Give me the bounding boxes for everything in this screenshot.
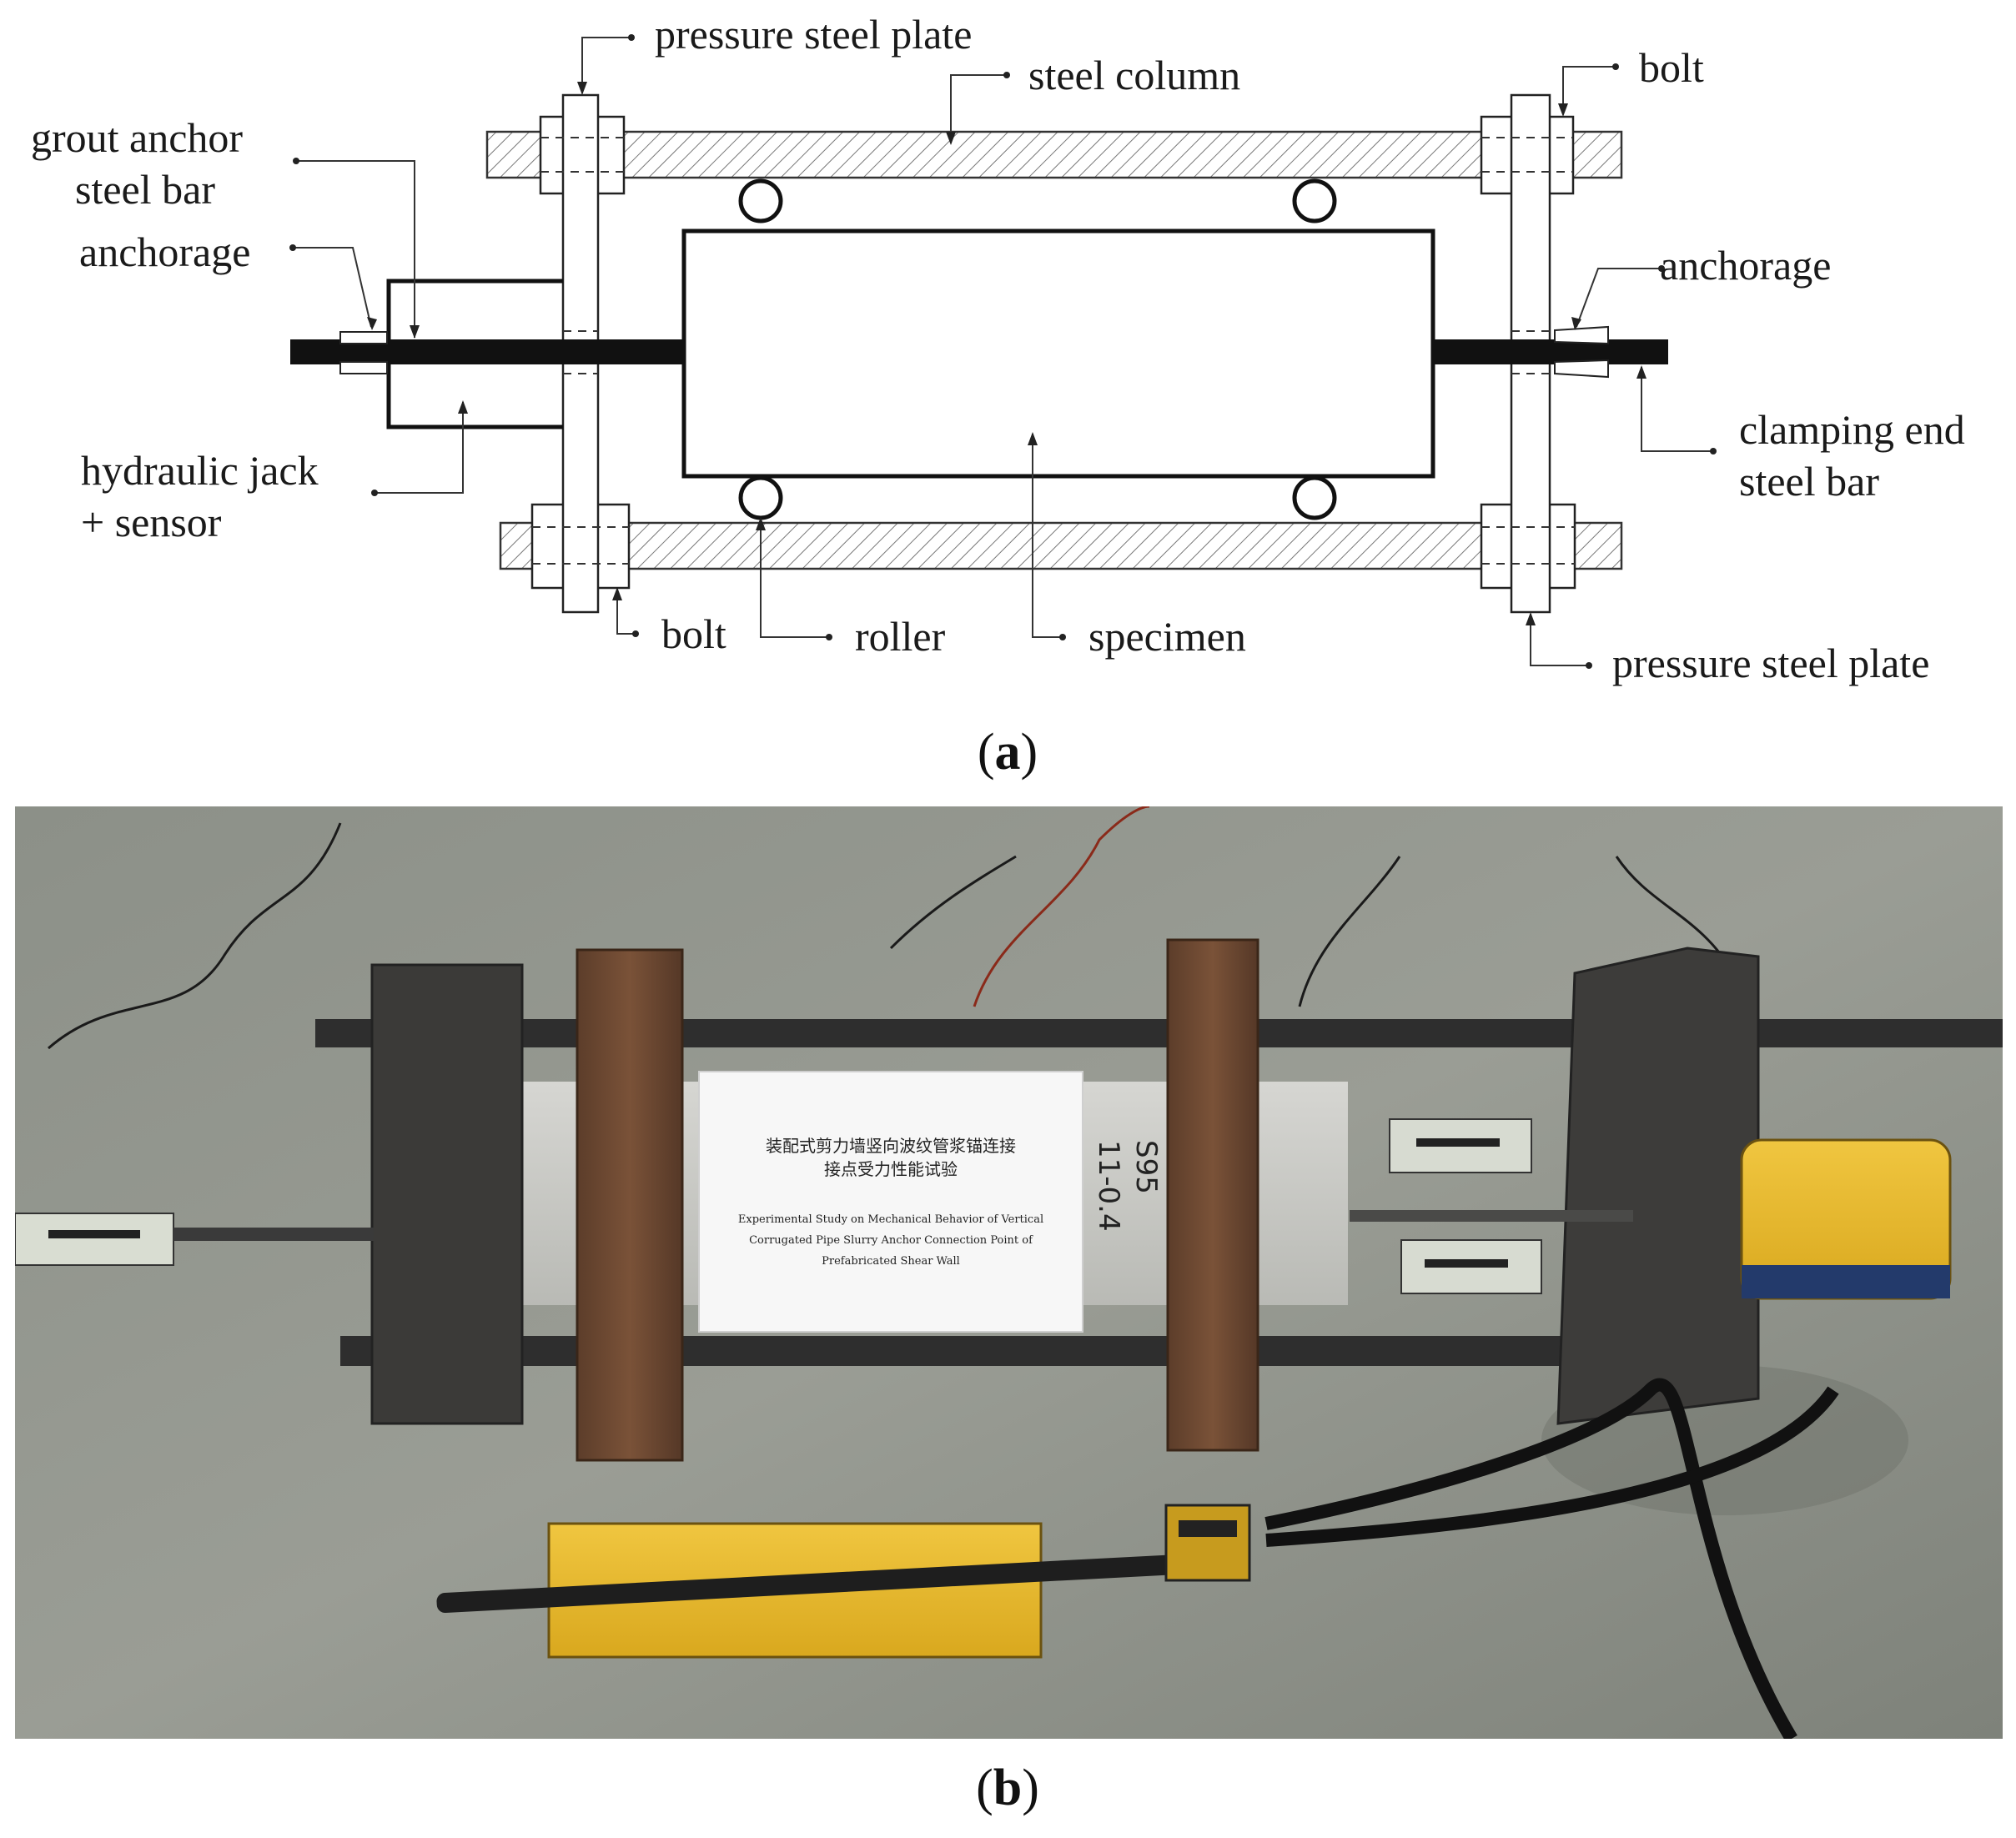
label-bolt-top: bolt <box>1639 44 1704 91</box>
svg-text:(a): (a) <box>978 724 1038 781</box>
hydraulic-hoses <box>1264 1378 1839 1739</box>
label-bolt-bottom: bolt <box>661 610 726 657</box>
anchorage-left <box>339 331 388 374</box>
label-hydraulic-jack-2: + sensor <box>81 499 222 545</box>
svg-text:(b): (b) <box>976 1760 1039 1816</box>
photo-pressure-meter-display <box>1179 1520 1237 1537</box>
photo-jack-base <box>1742 1265 1950 1298</box>
photo-pressure-plate-left <box>576 948 684 1462</box>
leader-lines <box>294 37 1712 666</box>
steel-column-top <box>485 130 1623 179</box>
test-setup-photo: 装配式剪力墙竖向波纹管浆锚连接 接点受力性能试验 Experimental St… <box>15 806 2003 1739</box>
sign-cn-line1: 装配式剪力墙竖向波纹管浆锚连接 <box>766 1136 1016 1156</box>
label-pressure-steel-plate-bottom: pressure steel plate <box>1612 640 1929 686</box>
label-anchorage-left: anchorage <box>79 228 250 275</box>
caption-b-letter: b <box>993 1760 1022 1816</box>
bolt-dashed-lines <box>532 137 1575 565</box>
label-hydraulic-jack-1: hydraulic jack <box>81 447 319 494</box>
anchorage-right <box>1554 325 1609 379</box>
photo-end-plate-right <box>1556 947 1760 1425</box>
label-clamping-end-1: clamping end <box>1739 406 1965 453</box>
sign-cn-line2: 接点受力性能试验 <box>824 1159 958 1179</box>
steel-column-bottom <box>499 521 1623 570</box>
photo-pressure-plate-right <box>1166 938 1259 1452</box>
sign-en-line3: Prefabricated Shear Wall <box>822 1255 960 1268</box>
photo-pressure-meter <box>1164 1504 1251 1582</box>
photo-clamp-bar <box>173 1228 374 1241</box>
specimen-marking-2: 11-0.4 <box>1092 1140 1125 1232</box>
rollers <box>738 178 1337 520</box>
sensor-wires <box>48 806 1735 1050</box>
label-clamping-end-2: steel bar <box>1739 458 1879 505</box>
arrowheads <box>367 82 1646 625</box>
caption-a: (a) <box>978 724 1038 781</box>
label-grout-anchor-1: grout anchor <box>31 114 243 161</box>
sign-en-line2: Corrugated Pipe Slurry Anchor Connection… <box>749 1234 1033 1247</box>
label-pressure-steel-plate-top: pressure steel plate <box>655 11 972 58</box>
photo-pump-handle <box>436 1554 1187 1614</box>
label-grout-anchor-2: steel bar <box>75 166 215 213</box>
leader-dots <box>289 34 1717 669</box>
label-steel-column: steel column <box>1028 52 1240 98</box>
photo-steel-bar-right <box>1350 1210 1633 1222</box>
photo-sign-paper <box>698 1071 1083 1333</box>
label-anchorage-right: anchorage <box>1660 242 1831 289</box>
dial-gauges <box>15 1118 1542 1294</box>
specimen-block <box>681 228 1435 479</box>
sign-en-line1: Experimental Study on Mechanical Behavio… <box>738 1213 1043 1226</box>
caption-a-letter: a <box>995 724 1021 781</box>
specimen-marking-1: S95 <box>1129 1140 1163 1194</box>
label-roller: roller <box>855 613 946 660</box>
test-setup-schematic: pressure steel plate steel column bolt g… <box>31 11 1965 686</box>
caption-b: (b) <box>976 1760 1039 1816</box>
photo-end-plate-left <box>370 963 524 1425</box>
clamping-end-steel-bar <box>1430 339 1668 364</box>
label-specimen: specimen <box>1088 613 1246 660</box>
